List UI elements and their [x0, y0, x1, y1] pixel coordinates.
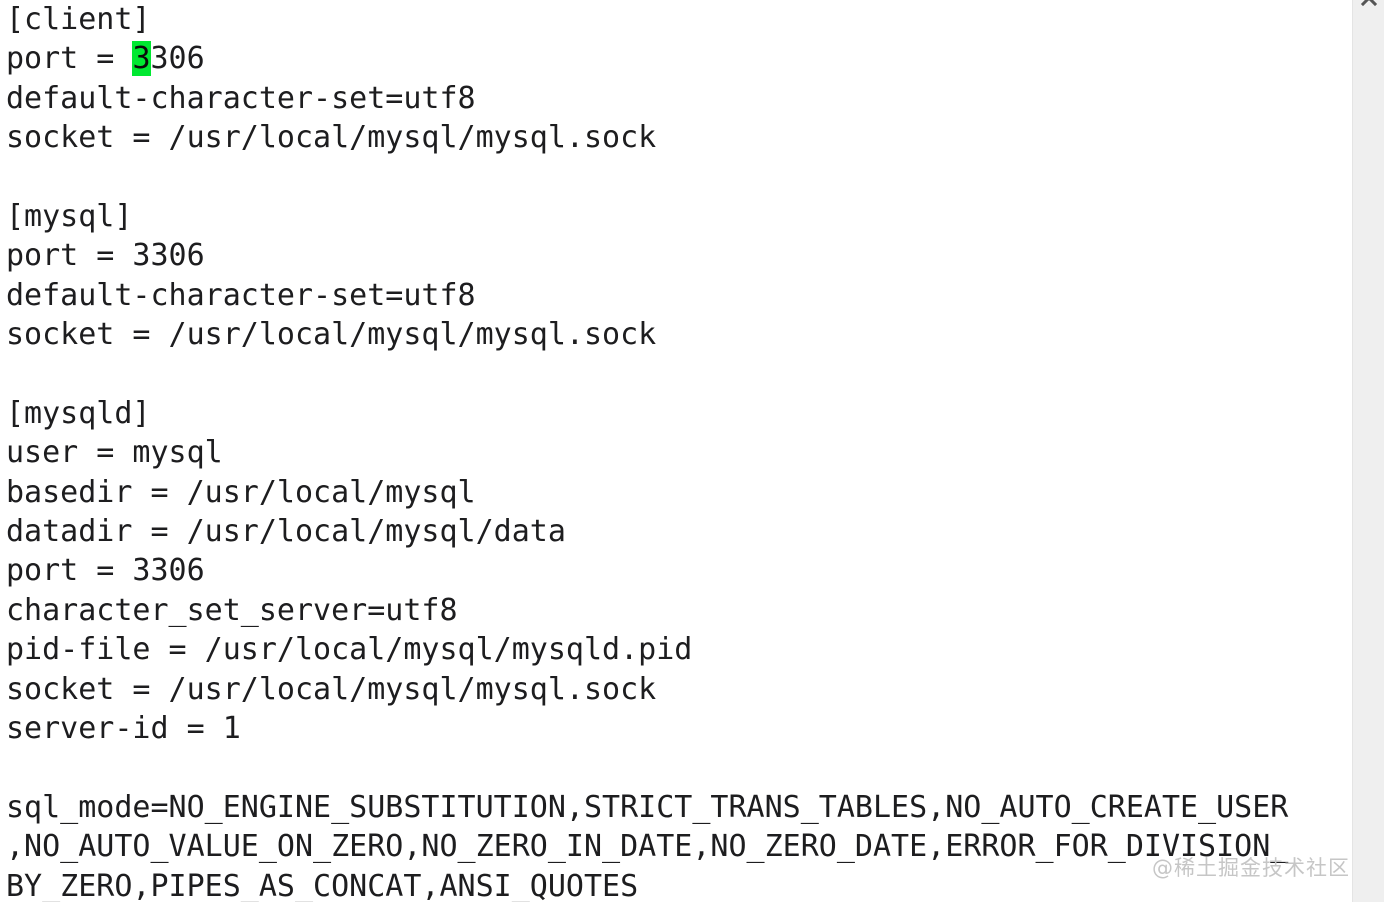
code-line-blank[interactable] [0, 355, 1349, 394]
code-line-blank[interactable] [0, 748, 1349, 787]
watermark-text: @稀土掘金技术社区 [1152, 856, 1350, 880]
code-line[interactable]: socket = /usr/local/mysql/mysql.sock [6, 671, 657, 707]
code-line[interactable]: pid-file = /usr/local/mysql/mysqld.pid [6, 632, 693, 668]
code-line[interactable]: port = 3306 [6, 553, 205, 589]
code-line[interactable]: [client] [6, 2, 151, 37]
code-line[interactable]: user = mysql [6, 435, 223, 471]
scroll-up-button[interactable] [1353, 0, 1384, 16]
code-line[interactable]: socket = /usr/local/mysql/mysql.sock [6, 317, 657, 353]
chevron-up-icon [1360, 0, 1378, 10]
code-line[interactable]: port = 3306 [6, 238, 205, 274]
vertical-scrollbar[interactable] [1352, 0, 1384, 902]
code-line[interactable]: [mysql] [6, 198, 133, 234]
code-line[interactable]: socket = /usr/local/mysql/mysql.sock [6, 120, 657, 156]
code-line[interactable]: default-character-set=utf8 [6, 277, 476, 313]
code-text-area[interactable]: [client] port = 3306 default-character-s… [0, 0, 1349, 902]
search-highlight: 3 [132, 41, 151, 77]
code-line[interactable]: server-id = 1 [6, 711, 241, 747]
code-line[interactable]: basedir = /usr/local/mysql [6, 474, 476, 510]
code-line[interactable]: datadir = /usr/local/mysql/data [6, 514, 566, 550]
code-line[interactable]: default-character-set=utf8 [6, 80, 476, 116]
code-line[interactable]: ,NO_AUTO_VALUE_ON_ZERO,NO_ZERO_IN_DATE,N… [6, 829, 1289, 865]
code-line-blank[interactable] [0, 158, 1349, 197]
code-line[interactable]: character_set_server=utf8 [6, 592, 458, 628]
code-line-port-highlighted[interactable]: port = 3306 [0, 39, 1349, 78]
code-line[interactable]: BY_ZERO,PIPES_AS_CONCAT,ANSI_QUOTES [6, 868, 639, 902]
code-line[interactable]: [mysqld] [6, 395, 151, 431]
code-text-after-highlight: 306 [150, 41, 205, 77]
code-line[interactable]: sql_mode=NO_ENGINE_SUBSTITUTION,STRICT_T… [6, 789, 1289, 825]
code-text-before-highlight: port = [6, 41, 133, 77]
